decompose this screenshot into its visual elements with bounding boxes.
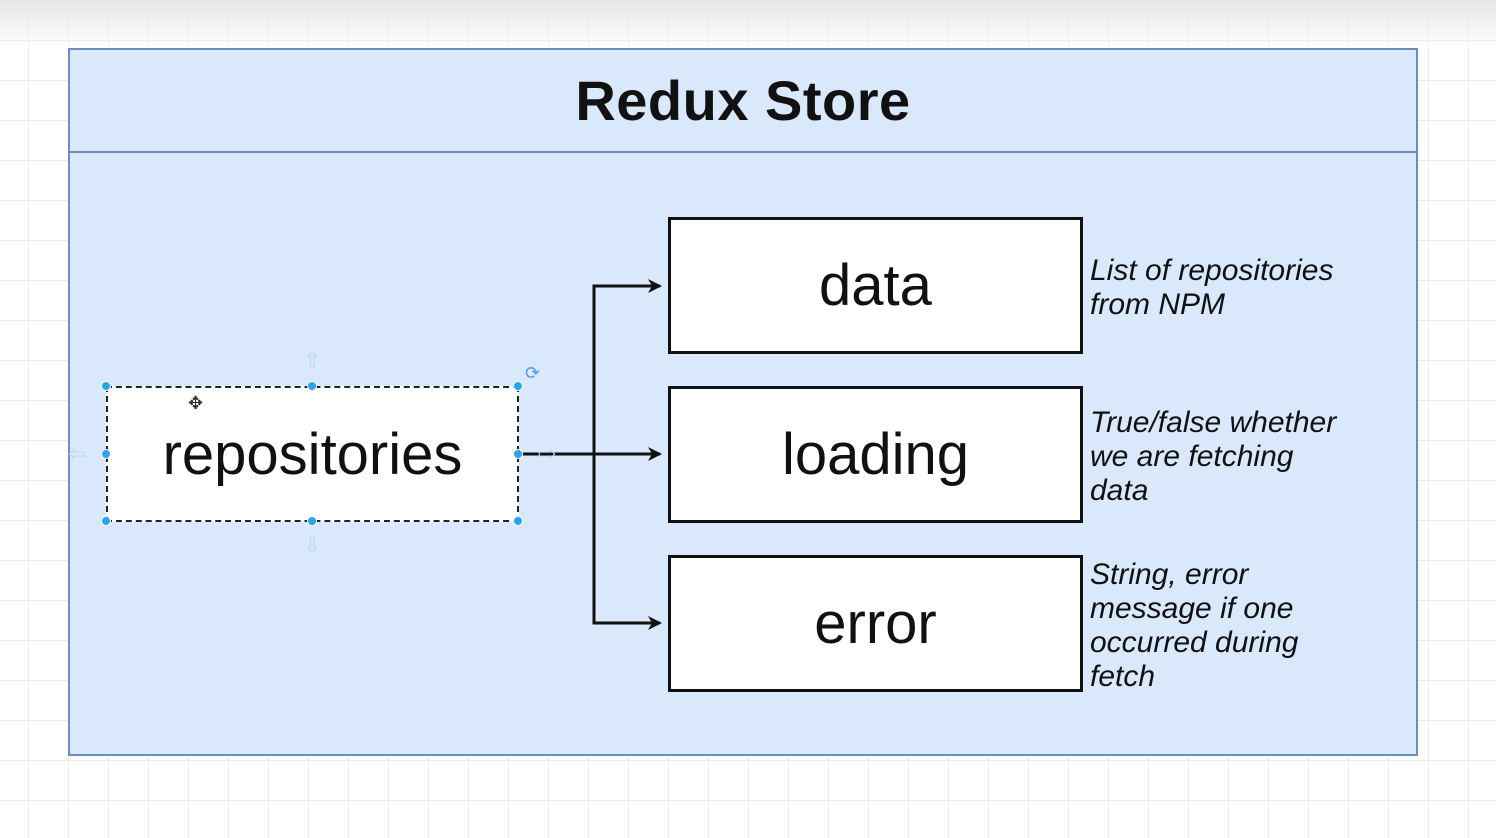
error-description-line: fetch xyxy=(1090,660,1156,693)
resize-handle-top-left[interactable] xyxy=(101,381,111,391)
resize-handle-bottom[interactable] xyxy=(307,516,317,526)
error-description: String, error message if one occurred du… xyxy=(1090,558,1298,694)
edge-repositories-to-error[interactable] xyxy=(592,454,662,630)
loading-node[interactable]: loading xyxy=(668,386,1083,523)
data-description-line: List of repositories xyxy=(1090,254,1334,287)
resize-handle-bottom-left[interactable] xyxy=(101,516,111,526)
loading-label: loading xyxy=(781,422,970,487)
toolbar-shadow xyxy=(0,0,1496,48)
arrow-right-icon[interactable]: ⇨ xyxy=(538,441,557,466)
store-title: Redux Store xyxy=(575,69,911,132)
arrow-down-icon[interactable]: ⇩ xyxy=(303,533,322,558)
resize-handle-top[interactable] xyxy=(307,381,317,391)
resize-handle-bottom-right[interactable] xyxy=(513,516,523,526)
loading-description: True/false whether we are fetching data xyxy=(1090,406,1336,508)
error-label: error xyxy=(814,591,937,656)
repositories-node[interactable]: repositories xyxy=(106,386,519,522)
error-node[interactable]: error xyxy=(668,555,1083,692)
loading-description-line: data xyxy=(1090,474,1149,507)
arrow-left-icon[interactable]: ⇦ xyxy=(68,441,87,466)
data-label: data xyxy=(819,253,932,318)
repositories-label: repositories xyxy=(162,421,463,487)
move-icon: ✥ xyxy=(188,393,204,413)
rotate-icon[interactable]: ⟳ xyxy=(525,363,541,383)
loading-description-line: True/false whether xyxy=(1090,406,1337,439)
data-description-line: from NPM xyxy=(1090,288,1225,321)
error-description-line: String, error xyxy=(1090,558,1249,591)
resize-handle-left[interactable] xyxy=(101,449,111,459)
loading-description-line: we are fetching xyxy=(1090,440,1294,473)
arrow-up-icon[interactable]: ⇧ xyxy=(303,348,322,373)
data-node[interactable]: data xyxy=(668,217,1083,354)
error-description-line: message if one xyxy=(1090,592,1294,625)
resize-handle-right[interactable] xyxy=(513,449,523,459)
data-description: List of repositories from NPM xyxy=(1090,254,1333,322)
store-header: Redux Store xyxy=(70,50,1416,153)
edge-repositories-to-data[interactable] xyxy=(520,279,662,456)
error-description-line: occurred during xyxy=(1090,626,1299,659)
resize-handle-top-right[interactable] xyxy=(513,381,523,391)
